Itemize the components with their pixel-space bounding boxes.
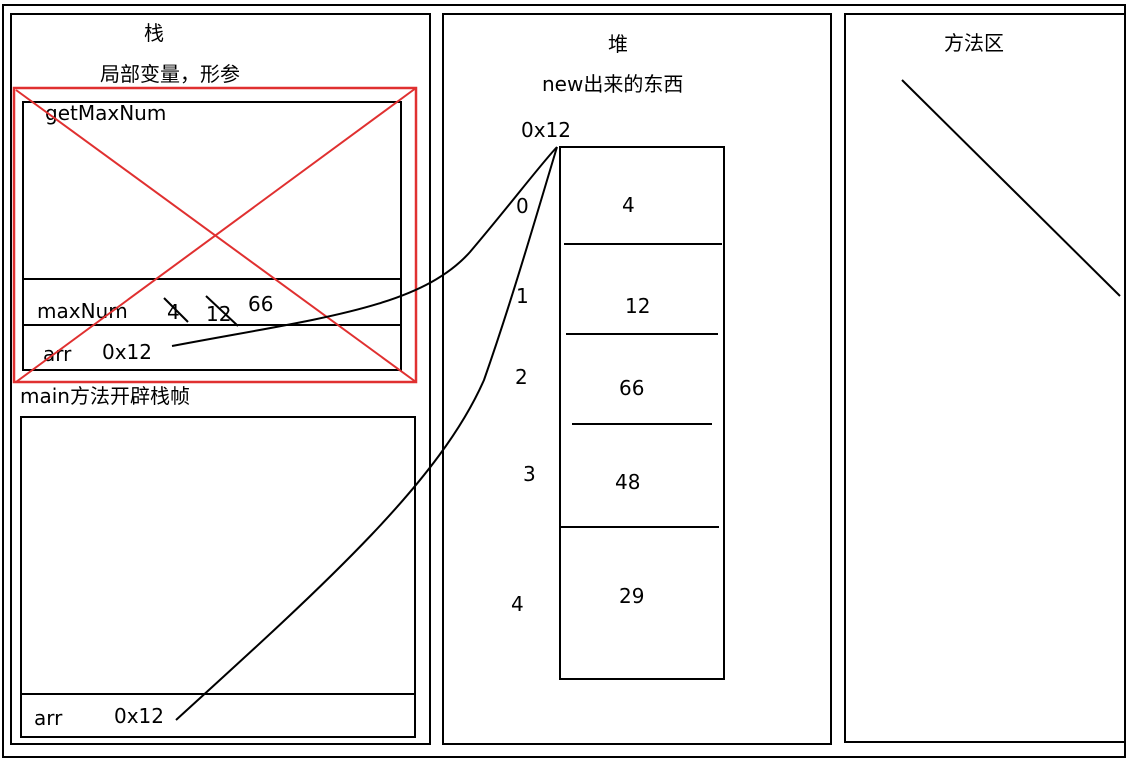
heap-subtitle: new出来的东西 bbox=[542, 72, 684, 96]
heap-index-3: 3 bbox=[523, 462, 536, 486]
main-frame bbox=[20, 416, 416, 738]
stack-title: 栈 bbox=[144, 21, 164, 45]
method-area-title: 方法区 bbox=[944, 31, 1004, 55]
main-arr-label: arr bbox=[34, 706, 63, 730]
strike-old-value-1 bbox=[163, 297, 189, 323]
stack-subtitle: 局部变量，形参 bbox=[100, 62, 240, 86]
main-arr-value: 0x12 bbox=[114, 704, 165, 728]
getmaxnum-title: getMaxNum bbox=[45, 101, 167, 125]
heap-array-divider-2 bbox=[566, 333, 718, 335]
heap-address: 0x12 bbox=[521, 118, 572, 142]
heap-value-4: 29 bbox=[619, 584, 645, 608]
main-frame-label: main方法开辟栈帧 bbox=[20, 384, 190, 408]
heap-index-1: 1 bbox=[516, 284, 529, 308]
heap-array-box bbox=[559, 146, 725, 680]
heap-array-divider-3 bbox=[572, 423, 712, 425]
heap-index-4: 4 bbox=[511, 592, 524, 616]
maxnum-value-old-1: 4 bbox=[167, 300, 180, 324]
reference-line-main-arr bbox=[175, 146, 558, 721]
getmax-arr-label: arr bbox=[43, 342, 72, 366]
heap-index-0: 0 bbox=[516, 194, 529, 218]
frame-destroyed-box bbox=[12, 86, 418, 384]
heap-array-divider-4 bbox=[561, 526, 719, 528]
heap-array-divider-1 bbox=[564, 243, 722, 245]
getmax-arr-value: 0x12 bbox=[102, 340, 153, 364]
heap-value-1: 12 bbox=[625, 294, 651, 318]
method-area-panel bbox=[844, 13, 1126, 743]
heap-index-2: 2 bbox=[515, 365, 528, 389]
main-frame-divider bbox=[20, 693, 414, 695]
heap-title: 堆 bbox=[608, 32, 628, 56]
maxnum-value-old-2: 12 bbox=[206, 302, 232, 326]
getmaxnum-divider-2 bbox=[22, 324, 400, 326]
heap-value-0: 4 bbox=[622, 193, 635, 217]
maxnum-value-current: 66 bbox=[248, 292, 274, 316]
method-area-diagonal bbox=[901, 79, 1121, 297]
reference-line-getmax-arr bbox=[171, 146, 558, 347]
heap-value-2: 66 bbox=[619, 376, 645, 400]
heap-value-3: 48 bbox=[615, 470, 641, 494]
strike-old-value-2 bbox=[205, 295, 239, 327]
getmaxnum-divider-1 bbox=[22, 278, 400, 280]
frame-destroyed-cross-2 bbox=[15, 87, 417, 383]
